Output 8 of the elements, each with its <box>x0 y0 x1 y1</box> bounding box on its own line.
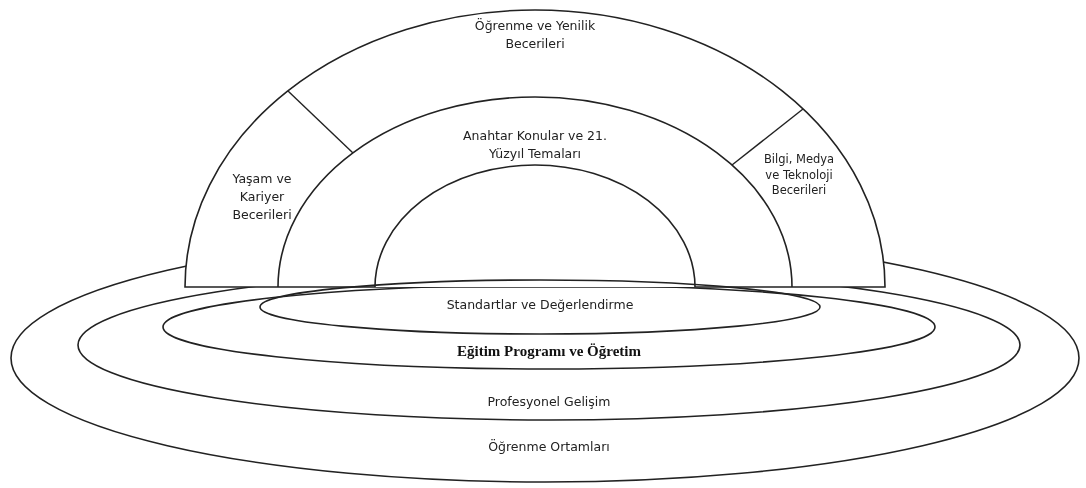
band-label: Anahtar Konular ve 21. Yüzyıl Temaları <box>450 127 620 164</box>
band-label: Öğrenme Ortamları <box>419 438 679 457</box>
band-label: Standartlar ve Değerlendirme <box>410 296 670 315</box>
band-label: Yaşam ve Kariyer Becerileri <box>212 170 312 225</box>
band-label: Eğitim Programı ve Öğretim <box>399 341 699 363</box>
band-label: Profesyonel Gelişim <box>419 393 679 412</box>
band-label: Bilgi, Medya ve Teknoloji Becerileri <box>759 152 839 199</box>
band-label: Öğrenme ve Yenilik Becerileri <box>450 17 620 54</box>
